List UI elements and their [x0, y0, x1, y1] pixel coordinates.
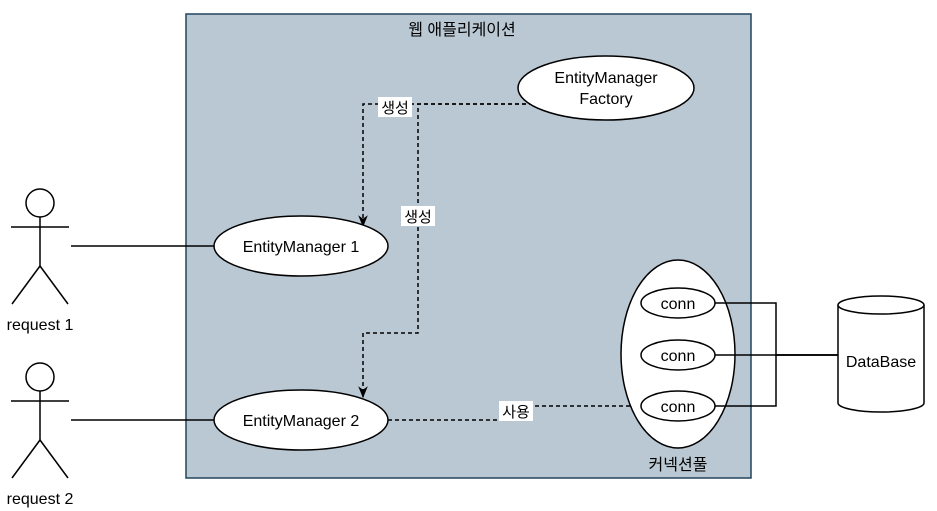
- connection-pool-label: 커넥션풀: [649, 456, 708, 474]
- entity-manager-2-label: EntityManager 2: [243, 413, 360, 430]
- conn-2-label: conn: [661, 348, 696, 365]
- use-edge-label: 사용: [502, 404, 530, 421]
- factory-label-line2: Factory: [579, 91, 632, 108]
- actor-request-1-label: request 1: [7, 317, 74, 334]
- actor-request-1-icon: [11, 188, 69, 305]
- conn-3-db-link: [715, 354, 838, 407]
- conn-1-label: conn: [661, 296, 696, 313]
- actor-request-2-label: request 2: [7, 491, 74, 508]
- create-edge-2-label: 생성: [404, 209, 432, 226]
- database-label: DataBase: [846, 354, 916, 371]
- factory-label-line1: EntityManager: [554, 70, 658, 87]
- web-application-label: 웹 애플리케이션: [408, 21, 516, 39]
- create-edge-2: [358, 103, 540, 399]
- entity-manager-1-label: EntityManager 1: [243, 239, 360, 256]
- conn-3-label: conn: [661, 399, 696, 416]
- entity-manager-factory: [517, 55, 695, 121]
- database-cylinder: [837, 295, 925, 413]
- actor-request-2-icon: [11, 362, 69, 479]
- create-edge-1-label: 생성: [381, 100, 409, 117]
